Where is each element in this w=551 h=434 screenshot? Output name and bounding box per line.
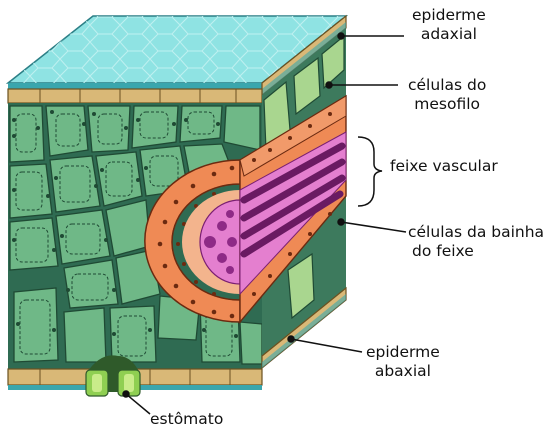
label-epiderme-abaxial: epiderme abaxial (366, 343, 440, 381)
label-celulas-bainha: células da bainha do feixe (408, 223, 544, 261)
label-feixe-vascular: feixe vascular (390, 157, 498, 176)
adaxial-epidermis (8, 89, 262, 103)
label-epiderme-adaxial: epiderme adaxial (412, 6, 486, 44)
label-celulas-mesofilo: células do mesofilo (408, 76, 486, 114)
label-estomato: estômato (150, 410, 223, 429)
